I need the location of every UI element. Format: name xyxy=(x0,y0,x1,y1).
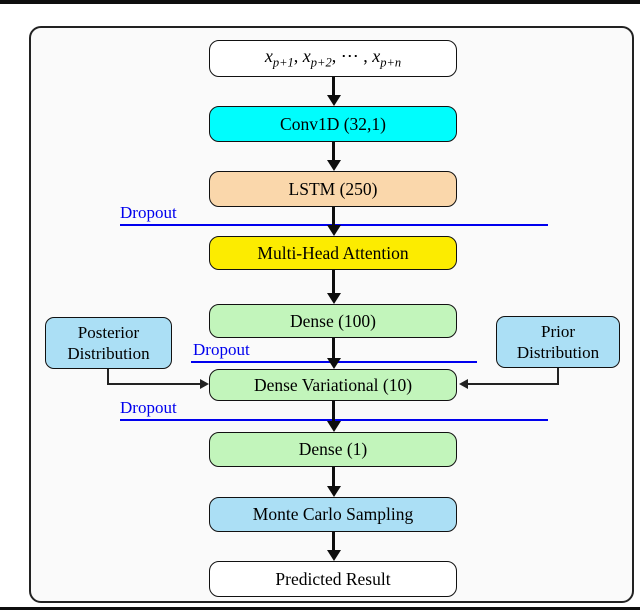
posterior-label-line2: Distribution xyxy=(67,344,150,363)
dropout-label-2: Dropout xyxy=(193,340,250,359)
dense-1-box: Dense (1) xyxy=(209,432,457,467)
predicted-result-box: Predicted Result xyxy=(209,561,457,597)
lstm-label: LSTM (250) xyxy=(288,178,378,199)
dense-variational-label: Dense Variational (10) xyxy=(253,374,413,395)
prior-label-line2: Distribution xyxy=(516,343,600,362)
input-sequence-box: xp+1, xp+2, ⋯ , xp+n xyxy=(209,40,457,77)
multi-head-attention-label: Multi-Head Attention xyxy=(257,242,409,263)
lstm-box: LSTM (250) xyxy=(209,171,457,207)
posterior-label-line1: Posterior xyxy=(77,322,140,342)
dense-100-label: Dense (100) xyxy=(289,310,376,331)
predicted-result-label: Predicted Result xyxy=(275,568,391,589)
monte-carlo-sampling-box: Monte Carlo Sampling xyxy=(209,497,457,532)
monte-carlo-sampling-label: Monte Carlo Sampling xyxy=(252,504,414,524)
conv1d-label: Conv1D (32,1) xyxy=(280,113,386,134)
posterior-distribution-box: Posterior Distribution xyxy=(45,317,172,369)
input-sequence-label: xp+1, xp+2, ⋯ , xp+n xyxy=(264,46,402,70)
multi-head-attention-box: Multi-Head Attention xyxy=(209,236,457,270)
top-rule xyxy=(0,0,640,4)
dense-variational-box: Dense Variational (10) xyxy=(209,369,457,401)
dropout-label-3: Dropout xyxy=(120,398,177,417)
bottom-rule xyxy=(0,607,640,610)
prior-distribution-box: Prior Distribution xyxy=(496,316,620,368)
prior-label-line1: Prior xyxy=(541,321,575,341)
dense-1-label: Dense (1) xyxy=(298,439,368,459)
dense-100-box: Dense (100) xyxy=(209,304,457,338)
dropout-label-1: Dropout xyxy=(120,203,177,222)
conv1d-box: Conv1D (32,1) xyxy=(209,106,457,142)
